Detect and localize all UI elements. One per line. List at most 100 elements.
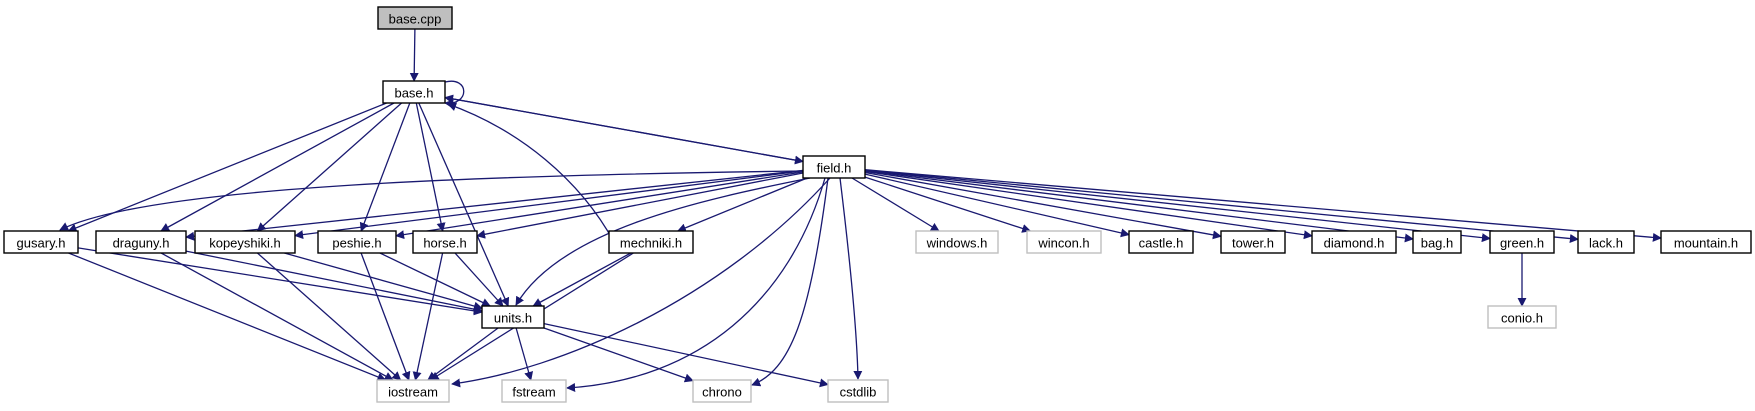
edge-field-h-to-mountain-h [864,169,1662,242]
node-chrono: chrono [692,379,752,403]
edge-field-h-to-tower-h [864,171,1222,240]
node-units-h[interactable]: units.h [481,305,545,329]
edge-field-h-to-base-h [444,94,804,163]
node-label: iostream [388,385,438,400]
edge-field-h-to-wincon-h [864,176,1032,233]
edge-gusary-h-to-iostream [68,252,387,382]
node-box [1577,230,1635,254]
node-gusary-h[interactable]: gusary.h [3,230,79,254]
node-diamond-h[interactable]: diamond.h [1311,230,1397,254]
node-fstream: fstream [501,379,567,403]
node-box [1660,230,1752,254]
node-field-h[interactable]: field.h [802,155,866,179]
edge-horse-h-to-units-h [454,252,504,307]
node-box [95,230,187,254]
node-label: horse.h [423,236,466,251]
node-mountain-h[interactable]: mountain.h [1660,230,1752,254]
node-label: base.h [394,86,433,101]
edge-draguny-h-to-iostream [160,252,394,381]
node-castle-h[interactable]: castle.h [1128,230,1194,254]
node-label: tower.h [1232,236,1274,251]
edge-field-h-to-horse-h [476,172,804,239]
node-box [1311,230,1397,254]
edge-base-h-to-draguny-h [160,102,395,232]
edge-field-h-to-lack-h [864,169,1579,243]
node-label: green.h [1500,236,1544,251]
node-label: base.cpp [389,12,442,27]
node-box [827,379,889,403]
node-label: cstdlib [840,385,877,400]
node-box [376,379,450,403]
edge-field-h-to-windows-h [851,177,940,232]
node-box [692,379,752,403]
node-draguny-h[interactable]: draguny.h [95,230,187,254]
edge-units-h-to-iostream [427,327,499,381]
edge-kopeyshiki-h-to-iostream [256,252,402,381]
node-box [802,155,866,179]
edge-peshie-h-to-units-h [379,252,491,307]
node-bag-h[interactable]: bag.h [1412,230,1462,254]
edge-base-h-to-kopeyshiki-h [256,102,403,232]
node-label: wincon.h [1037,236,1089,251]
node-label: conio.h [1501,311,1543,326]
edge-field-h-to-iostream [451,177,831,388]
node-label: windows.h [926,236,988,251]
node-wincon-h: wincon.h [1026,230,1102,254]
node-box [194,230,296,254]
edge-field-h-to-peshie-h [395,171,804,240]
node-lack-h[interactable]: lack.h [1577,230,1635,254]
edge-units-h-to-chrono [543,327,694,383]
node-peshie-h[interactable]: peshie.h [317,230,397,254]
node-base-h[interactable]: base.h [382,80,446,104]
node-box [1128,230,1194,254]
edge-field-h-to-mechniki-h [676,177,808,233]
edge-field-h-to-chrono [751,177,829,387]
node-tower-h[interactable]: tower.h [1220,230,1286,254]
node-base-cpp[interactable]: base.cpp [377,6,453,30]
node-box [382,80,446,104]
edge-base-cpp-to-base-h [409,28,419,82]
edge-units-h-to-fstream [515,327,534,381]
edge-base-h-to-peshie-h [359,102,411,232]
node-label: field.h [817,161,852,176]
edge-base-h-to-gusary-h [67,102,387,233]
node-label: gusary.h [17,236,66,251]
node-kopeyshiki-h[interactable]: kopeyshiki.h [194,230,296,254]
edge-field-h-to-castle-h [864,173,1130,238]
node-iostream: iostream [376,379,450,403]
edge-units-h-to-cstdlib [543,322,829,388]
edge-field-h-to-units-h [515,177,811,306]
node-box [1412,230,1462,254]
node-label: bag.h [1421,236,1454,251]
node-box [377,6,453,30]
node-box [1487,305,1557,329]
node-horse-h[interactable]: horse.h [412,230,478,254]
node-box [1489,230,1555,254]
node-mechniki-h[interactable]: mechniki.h [608,230,694,254]
node-green-h[interactable]: green.h [1489,230,1555,254]
node-label: mechniki.h [620,236,682,251]
node-label: diamond.h [1324,236,1385,251]
node-box [1220,230,1286,254]
node-label: fstream [512,385,555,400]
node-label: peshie.h [332,236,381,251]
node-conio-h: conio.h [1487,305,1557,329]
node-label: draguny.h [113,236,170,251]
node-label: kopeyshiki.h [209,236,281,251]
edge-field-h-to-draguny-h [185,169,804,241]
nodes-layer: base.cpp base.h field.h gusary.h draguny.h ko… [3,6,1752,403]
node-label: lack.h [1589,236,1623,251]
edge-field-h-to-bag-h [864,170,1414,243]
edge-field-h-to-green-h [864,169,1491,243]
node-label: castle.h [1139,236,1184,251]
node-box [915,230,999,254]
node-cstdlib: cstdlib [827,379,889,403]
edge-peshie-h-to-iostream [360,252,411,381]
node-box [412,230,478,254]
node-box [317,230,397,254]
node-label: chrono [702,385,742,400]
node-box [3,230,79,254]
edge-field-h-to-fstream [566,177,826,393]
node-label: units.h [494,311,532,326]
